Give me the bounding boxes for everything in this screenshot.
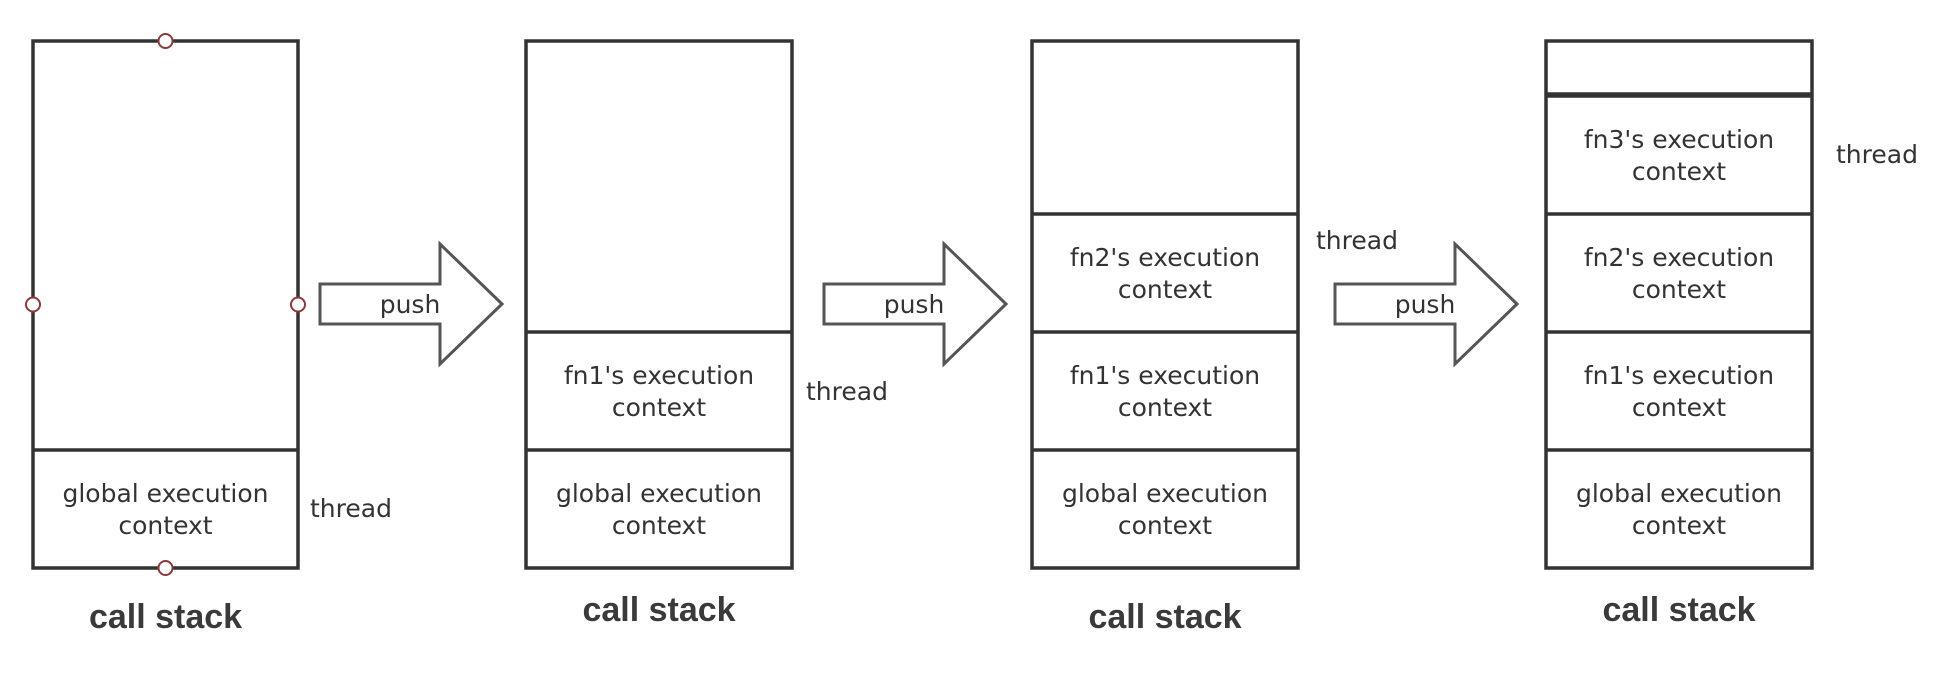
- push-arrow: push: [318, 240, 505, 368]
- stack-frame: [524, 39, 794, 570]
- execution-context-cell: fn1's execution context: [1584, 361, 1774, 422]
- execution-context-cell: global execution context: [556, 479, 762, 540]
- call-stack-1: global execution context thread call stack: [25, 33, 392, 636]
- execution-context-cell: fn3's execution context: [1584, 125, 1774, 186]
- call-stack-label: call stack: [89, 598, 242, 636]
- resize-handle[interactable]: [290, 296, 306, 313]
- execution-context-text: context: [612, 393, 706, 422]
- execution-context-text: global execution: [556, 479, 762, 508]
- execution-context-text: context: [1632, 157, 1726, 186]
- resize-handle[interactable]: [157, 33, 174, 49]
- execution-context-cell: fn1's execution context: [564, 361, 754, 422]
- execution-context-text: context: [1118, 511, 1212, 540]
- execution-context-cell: global execution context: [1062, 479, 1268, 540]
- execution-context-text: fn1's execution: [1070, 361, 1260, 390]
- thread-label: thread: [310, 494, 392, 523]
- thread-label: thread: [806, 377, 888, 406]
- thread-label: thread: [1316, 226, 1398, 255]
- execution-context-text: global execution: [1062, 479, 1268, 508]
- execution-context-text: fn2's execution: [1584, 243, 1774, 272]
- execution-context-cell: global execution context: [1576, 479, 1782, 540]
- push-label: push: [884, 290, 945, 319]
- execution-context-text: fn1's execution: [1584, 361, 1774, 390]
- execution-context-text: fn2's execution: [1070, 243, 1260, 272]
- arrow-right-icon: [318, 240, 505, 368]
- execution-context-cell: global execution context: [62, 479, 268, 540]
- push-label: push: [380, 290, 441, 319]
- execution-context-text: context: [1632, 393, 1726, 422]
- resize-handle[interactable]: [25, 296, 41, 313]
- arrow-right-icon: [822, 240, 1009, 368]
- call-stack-label: call stack: [1088, 598, 1241, 636]
- arrow-right-icon: [1333, 240, 1520, 368]
- push-label: push: [1395, 290, 1456, 319]
- execution-context-text: global execution: [1576, 479, 1782, 508]
- call-stack-label: call stack: [1602, 591, 1755, 629]
- push-arrow: push: [1333, 240, 1520, 368]
- stack-frame: [1030, 39, 1300, 570]
- execution-context-cell: fn2's execution context: [1584, 243, 1774, 304]
- execution-context-text: fn3's execution: [1584, 125, 1774, 154]
- execution-context-text: context: [1118, 275, 1212, 304]
- execution-context-cell: fn1's execution context: [1070, 361, 1260, 422]
- thread-label: thread: [1836, 140, 1918, 169]
- call-stack-2: global execution context fn1's execution co…: [524, 39, 888, 629]
- execution-context-text: context: [612, 511, 706, 540]
- call-stack-label: call stack: [582, 591, 735, 629]
- execution-context-text: context: [1632, 511, 1726, 540]
- execution-context-text: global execution: [62, 479, 268, 508]
- resize-handle[interactable]: [157, 560, 174, 576]
- call-stack-4: global execution context fn1's execution co…: [1544, 39, 1918, 629]
- call-stack-3: global execution context fn1's execution co…: [1030, 39, 1398, 636]
- execution-context-text: context: [118, 511, 212, 540]
- execution-context-cell: fn2's execution context: [1070, 243, 1260, 304]
- push-arrow: push: [822, 240, 1009, 368]
- stack-frame: [31, 39, 300, 570]
- execution-context-text: fn1's execution: [564, 361, 754, 390]
- execution-context-text: context: [1632, 275, 1726, 304]
- stack-frame: [1544, 39, 1814, 570]
- execution-context-text: context: [1118, 393, 1212, 422]
